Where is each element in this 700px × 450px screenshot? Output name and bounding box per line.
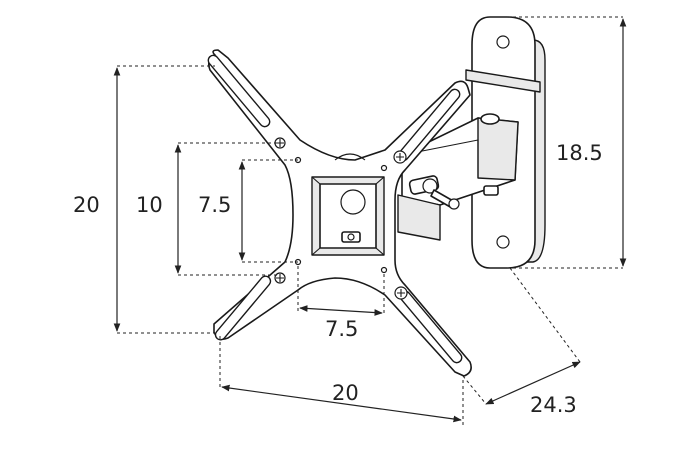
swivel-arm — [397, 113, 519, 241]
slot-bottom-left — [214, 275, 272, 341]
tilt-knob — [408, 175, 460, 210]
label-inner-width: 7.5 — [325, 317, 358, 341]
wall-plate-bottom-hole — [496, 235, 510, 249]
vesa-plate — [207, 49, 472, 377]
label-depth: 24.3 — [530, 393, 577, 417]
label-outer-width: 20 — [332, 381, 359, 405]
label-inner-height-7-5: 7.5 — [198, 193, 231, 217]
wall-plate-top-hole — [496, 35, 510, 49]
center-bracket — [311, 176, 385, 256]
center-bracket-hole — [340, 189, 366, 215]
dimension-lines — [113, 16, 627, 425]
label-inner-height-10: 10 — [136, 193, 163, 217]
slot-top-left — [207, 54, 271, 128]
label-outer-height: 20 — [73, 193, 100, 217]
dimension-labels: 20 10 7.5 18.5 7.5 20 24.3 — [73, 141, 603, 417]
slot-bottom-right — [399, 290, 463, 364]
label-wall-plate-height: 18.5 — [556, 141, 603, 165]
wall-plate — [465, 16, 546, 269]
